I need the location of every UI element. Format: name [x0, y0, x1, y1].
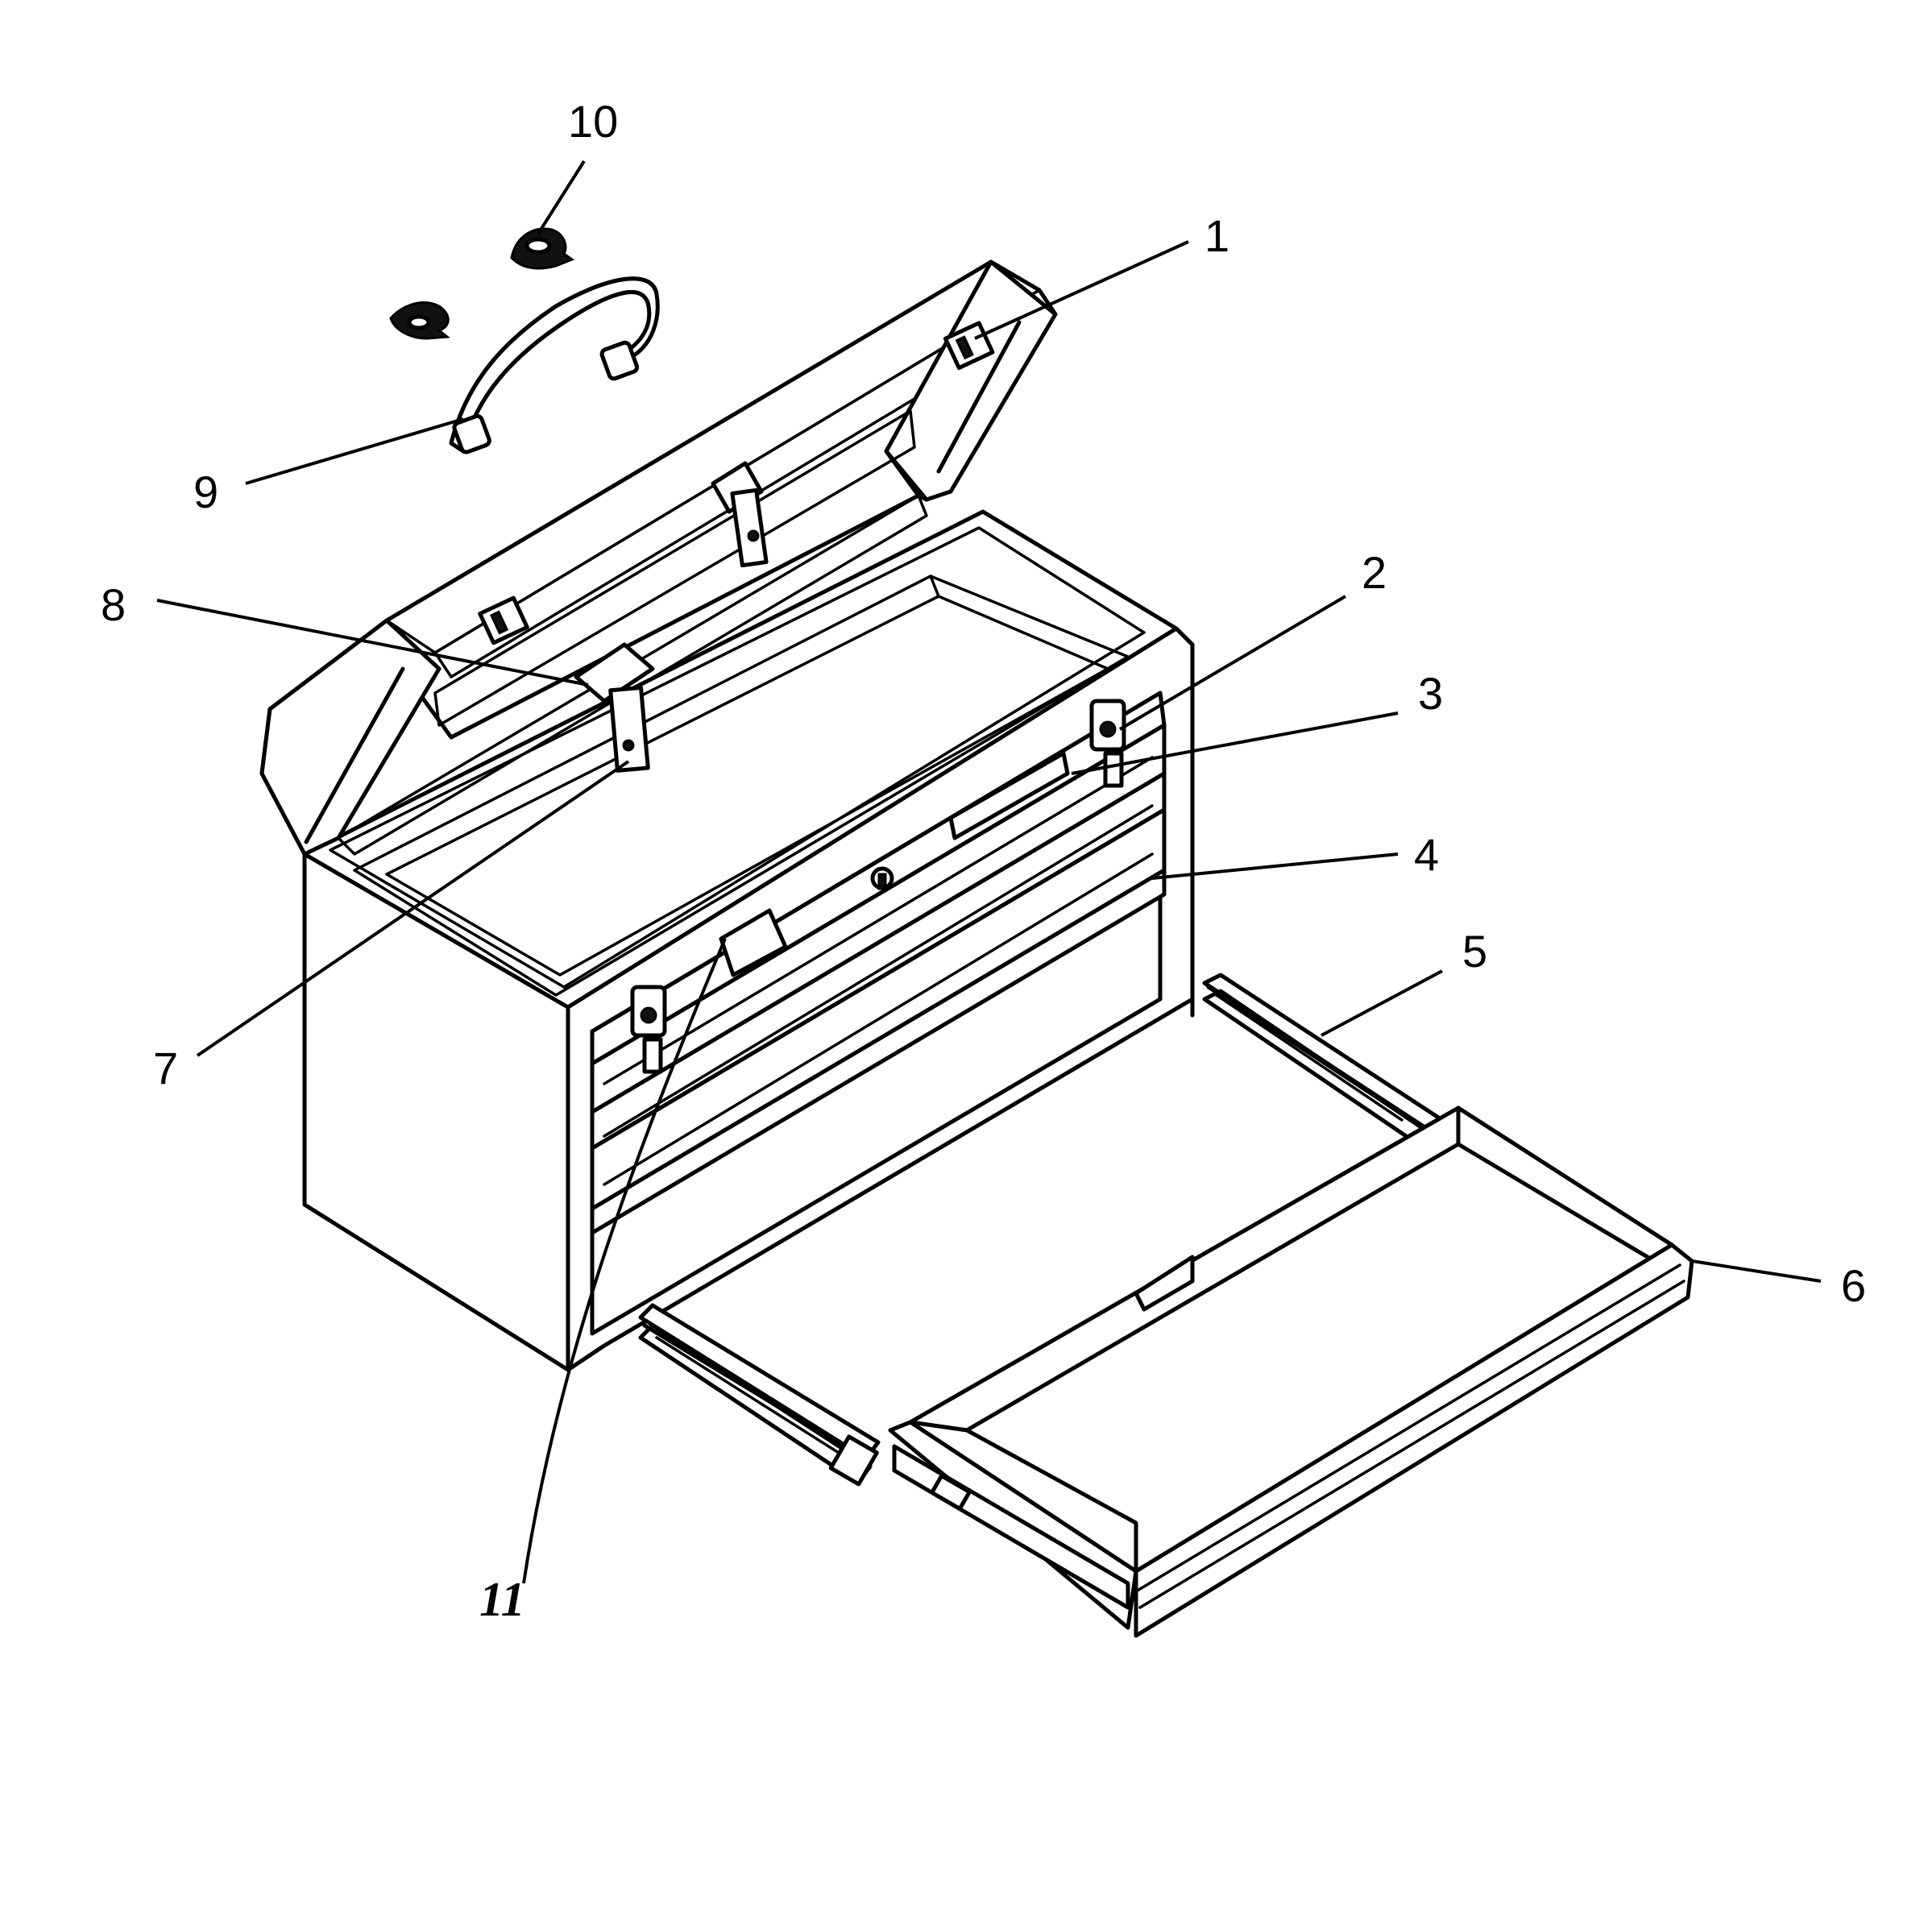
- leader-7: [196, 760, 630, 1057]
- bracket-part-10: [510, 227, 575, 270]
- body-latch-left: [630, 985, 667, 1074]
- callout-1: 1: [1204, 210, 1229, 261]
- callout-7: 7: [153, 1043, 178, 1093]
- callout-6: 6: [1841, 1260, 1866, 1311]
- callout-8: 8: [101, 579, 126, 630]
- callout-4: 4: [1414, 829, 1439, 880]
- latch-part-8: [574, 642, 655, 773]
- leader-10: [537, 160, 586, 235]
- label-plate-front: [719, 908, 788, 977]
- drawer-slide-part-5: [1202, 973, 1445, 1147]
- callout-10: 10: [568, 96, 618, 147]
- leader-lines: [156, 160, 1822, 1584]
- lid-latch-center: [711, 461, 769, 568]
- leader-4: [1151, 852, 1399, 880]
- leader-1: [974, 240, 1189, 340]
- callout-9: 9: [193, 467, 218, 517]
- lid-hinge-left: [478, 595, 529, 645]
- callout-labels: 1 2 3 4 5 6 7 8 9 10 11: [101, 96, 1866, 1626]
- leader-8: [156, 599, 589, 687]
- handle-part-9: [449, 276, 660, 454]
- drawer-slide-left: [638, 1303, 881, 1487]
- callout-3: 3: [1418, 668, 1443, 719]
- leader-5: [1320, 969, 1443, 1037]
- leader-11: [522, 938, 727, 1584]
- callout-11: 11: [479, 1573, 525, 1626]
- tray-interior: [353, 575, 1130, 997]
- lock-icon: [870, 866, 894, 890]
- bracket-small: [389, 301, 450, 340]
- body-latch-right: [1089, 699, 1126, 788]
- callout-2: 2: [1362, 547, 1387, 598]
- leader-3: [1071, 711, 1399, 775]
- label-plate-side: [948, 751, 1070, 840]
- callout-5: 5: [1462, 926, 1487, 977]
- leader-6: [1691, 1259, 1822, 1283]
- leader-2: [1118, 595, 1347, 731]
- drawer-part-6: [888, 1106, 1694, 1638]
- leader-9: [245, 417, 464, 485]
